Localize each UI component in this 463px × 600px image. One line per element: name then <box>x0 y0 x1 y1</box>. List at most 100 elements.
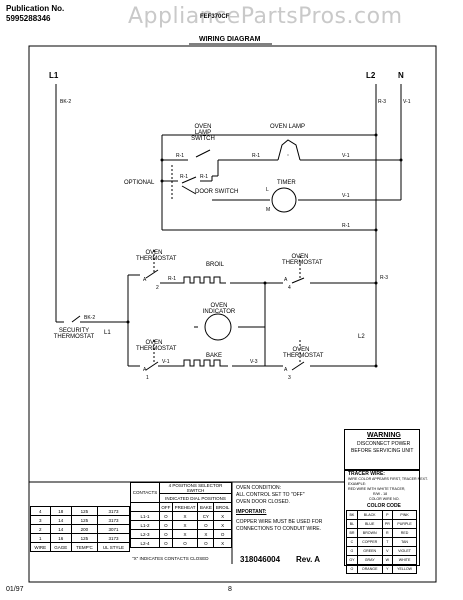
wire-cell: 14 <box>49 524 72 534</box>
terminal: A <box>143 367 147 373</box>
color-code-cell: YELLOW <box>392 564 417 574</box>
color-code-title: COLOR CODE <box>367 503 401 509</box>
oven-condition-line: ALL CONTROL SET TO "OFF" <box>236 492 305 498</box>
wire-cell: 125 <box>70 506 98 516</box>
selector-cell: X <box>171 529 199 539</box>
wire-label: R-1 <box>200 174 209 180</box>
color-code-cell: R <box>381 528 394 538</box>
terminal: 2 <box>156 285 159 291</box>
warning-line-1: DISCONNECT POWER <box>357 441 411 447</box>
terminal: A <box>284 277 288 283</box>
selector-cell: O <box>159 511 173 521</box>
color-code-cell: BR <box>346 528 358 538</box>
tracer-text: WIRE COLOR APPEARS FIRST, TRACER NEXT. <box>348 477 428 481</box>
col-header: BROIL <box>213 502 232 512</box>
warning-box: WARNING DISCONNECT POWER BEFORE SERVICIN… <box>344 429 420 471</box>
bake-label: BAKE <box>206 353 223 359</box>
wire-label: R-1 <box>252 153 261 159</box>
wire-cell: 4 <box>30 506 51 516</box>
color-code-cell: W <box>381 555 394 565</box>
wire-label: V-1 <box>342 153 350 159</box>
wire-label: V-3 <box>250 359 258 365</box>
label-n: N <box>398 71 404 80</box>
color-code-cell: TAN <box>392 537 417 547</box>
important-line: CONNECTIONS TO CONDUIT WIRE. <box>236 526 322 532</box>
tracer-text: COLOR WIRE NO. <box>369 497 400 501</box>
footer-date: 01/97 <box>6 586 24 593</box>
wire-cell: 18 <box>49 506 72 516</box>
color-code-box: TRACER WIRE: WIRE COLOR APPEARS FIRST, T… <box>344 469 428 574</box>
wire-label: R-3 <box>380 275 389 281</box>
warning-title: WARNING <box>367 432 401 439</box>
wire-footer: UL STYLE <box>96 542 131 552</box>
important-title: IMPORTANT: <box>236 509 267 515</box>
color-code-cell: PINK <box>392 510 417 520</box>
color-code-cell: O <box>346 564 358 574</box>
oven-indicator-label: OVEN INDICATOR <box>202 303 236 315</box>
wire-footer: GAGE <box>49 542 72 552</box>
optional-label: OPTIONAL <box>124 180 155 186</box>
color-code-cell: BLACK <box>356 510 383 520</box>
oven-condition-line: OVEN DOOR CLOSED. <box>236 499 290 505</box>
security-thermostat-label: SECURITY THERMOSTAT <box>53 328 95 340</box>
color-code-cell: BL <box>346 519 358 529</box>
oven-lamp-switch-label: OVEN LAMP SWITCH <box>191 124 215 142</box>
col-header: PREHEAT <box>171 502 199 512</box>
wire-cell: 1 <box>30 533 51 543</box>
terminal: L <box>266 187 269 193</box>
selector-cell: O <box>159 529 173 539</box>
color-code-cell: C <box>346 537 358 547</box>
l1-terminal-label: L1 <box>104 330 111 336</box>
wire-cell: 16 <box>49 533 72 543</box>
wire-footer: TEMP'C <box>70 542 98 552</box>
selector-cell: X <box>213 538 232 548</box>
selector-cell: L1-1 <box>130 511 160 521</box>
terminal: 3 <box>288 375 291 381</box>
wire-cell: 3173 <box>96 506 131 516</box>
oven-thermostat-label: OVEN THERMOSTAT <box>136 250 177 262</box>
color-code-cell: G <box>346 546 358 556</box>
wire-cell: 14 <box>49 515 72 525</box>
selector-cell: O <box>197 520 215 530</box>
selector-cell: CY <box>197 511 215 521</box>
selector-cell: O <box>171 538 199 548</box>
selector-subheader: INDICATED DIAL POSITIONS <box>159 493 232 503</box>
color-code-cell: WHITE <box>392 555 417 565</box>
footer-page: 8 <box>228 586 232 593</box>
publication-number: 5995288346 <box>6 14 51 23</box>
door-switch-label: DOOR SWITCH <box>195 189 239 195</box>
selector-cell: O <box>159 520 173 530</box>
broil-label: BROIL <box>206 262 225 268</box>
oven-condition-title: OVEN CONDITION: <box>236 485 282 491</box>
selector-cell: O <box>213 529 232 539</box>
color-code-cell: GRAY <box>356 555 383 565</box>
selector-cell: O <box>159 538 173 548</box>
important-line: COPPER WIRE MUST BE USED FOR <box>236 519 323 525</box>
color-code-cell: VIOLET <box>392 546 417 556</box>
color-code-cell: RED <box>392 528 417 538</box>
color-code-cell: V <box>381 546 394 556</box>
color-code-cell: BLUE <box>356 519 383 529</box>
tracer-text: RED WIRE WITH WHITE TRACER, <box>348 487 406 491</box>
selector-cell: L1-2 <box>130 520 160 530</box>
contacts-header: CONTACTS <box>130 482 160 503</box>
color-code-cell: COPPER <box>356 537 383 547</box>
selector-cell: X <box>171 520 199 530</box>
watermark: AppliancePartsPros.com <box>128 4 403 29</box>
terminal: 4 <box>288 285 291 291</box>
oven-thermostat-label: OVEN THERMOSTAT <box>136 340 177 352</box>
color-code-cell: PURPLE <box>392 519 417 529</box>
diagram-title: WIRING DIAGRAM <box>199 36 261 43</box>
wire-label: V-1 <box>342 193 350 199</box>
label-l2: L2 <box>366 71 376 80</box>
color-code-cell: Y <box>381 564 394 574</box>
timer-label: TIMER <box>277 180 296 186</box>
